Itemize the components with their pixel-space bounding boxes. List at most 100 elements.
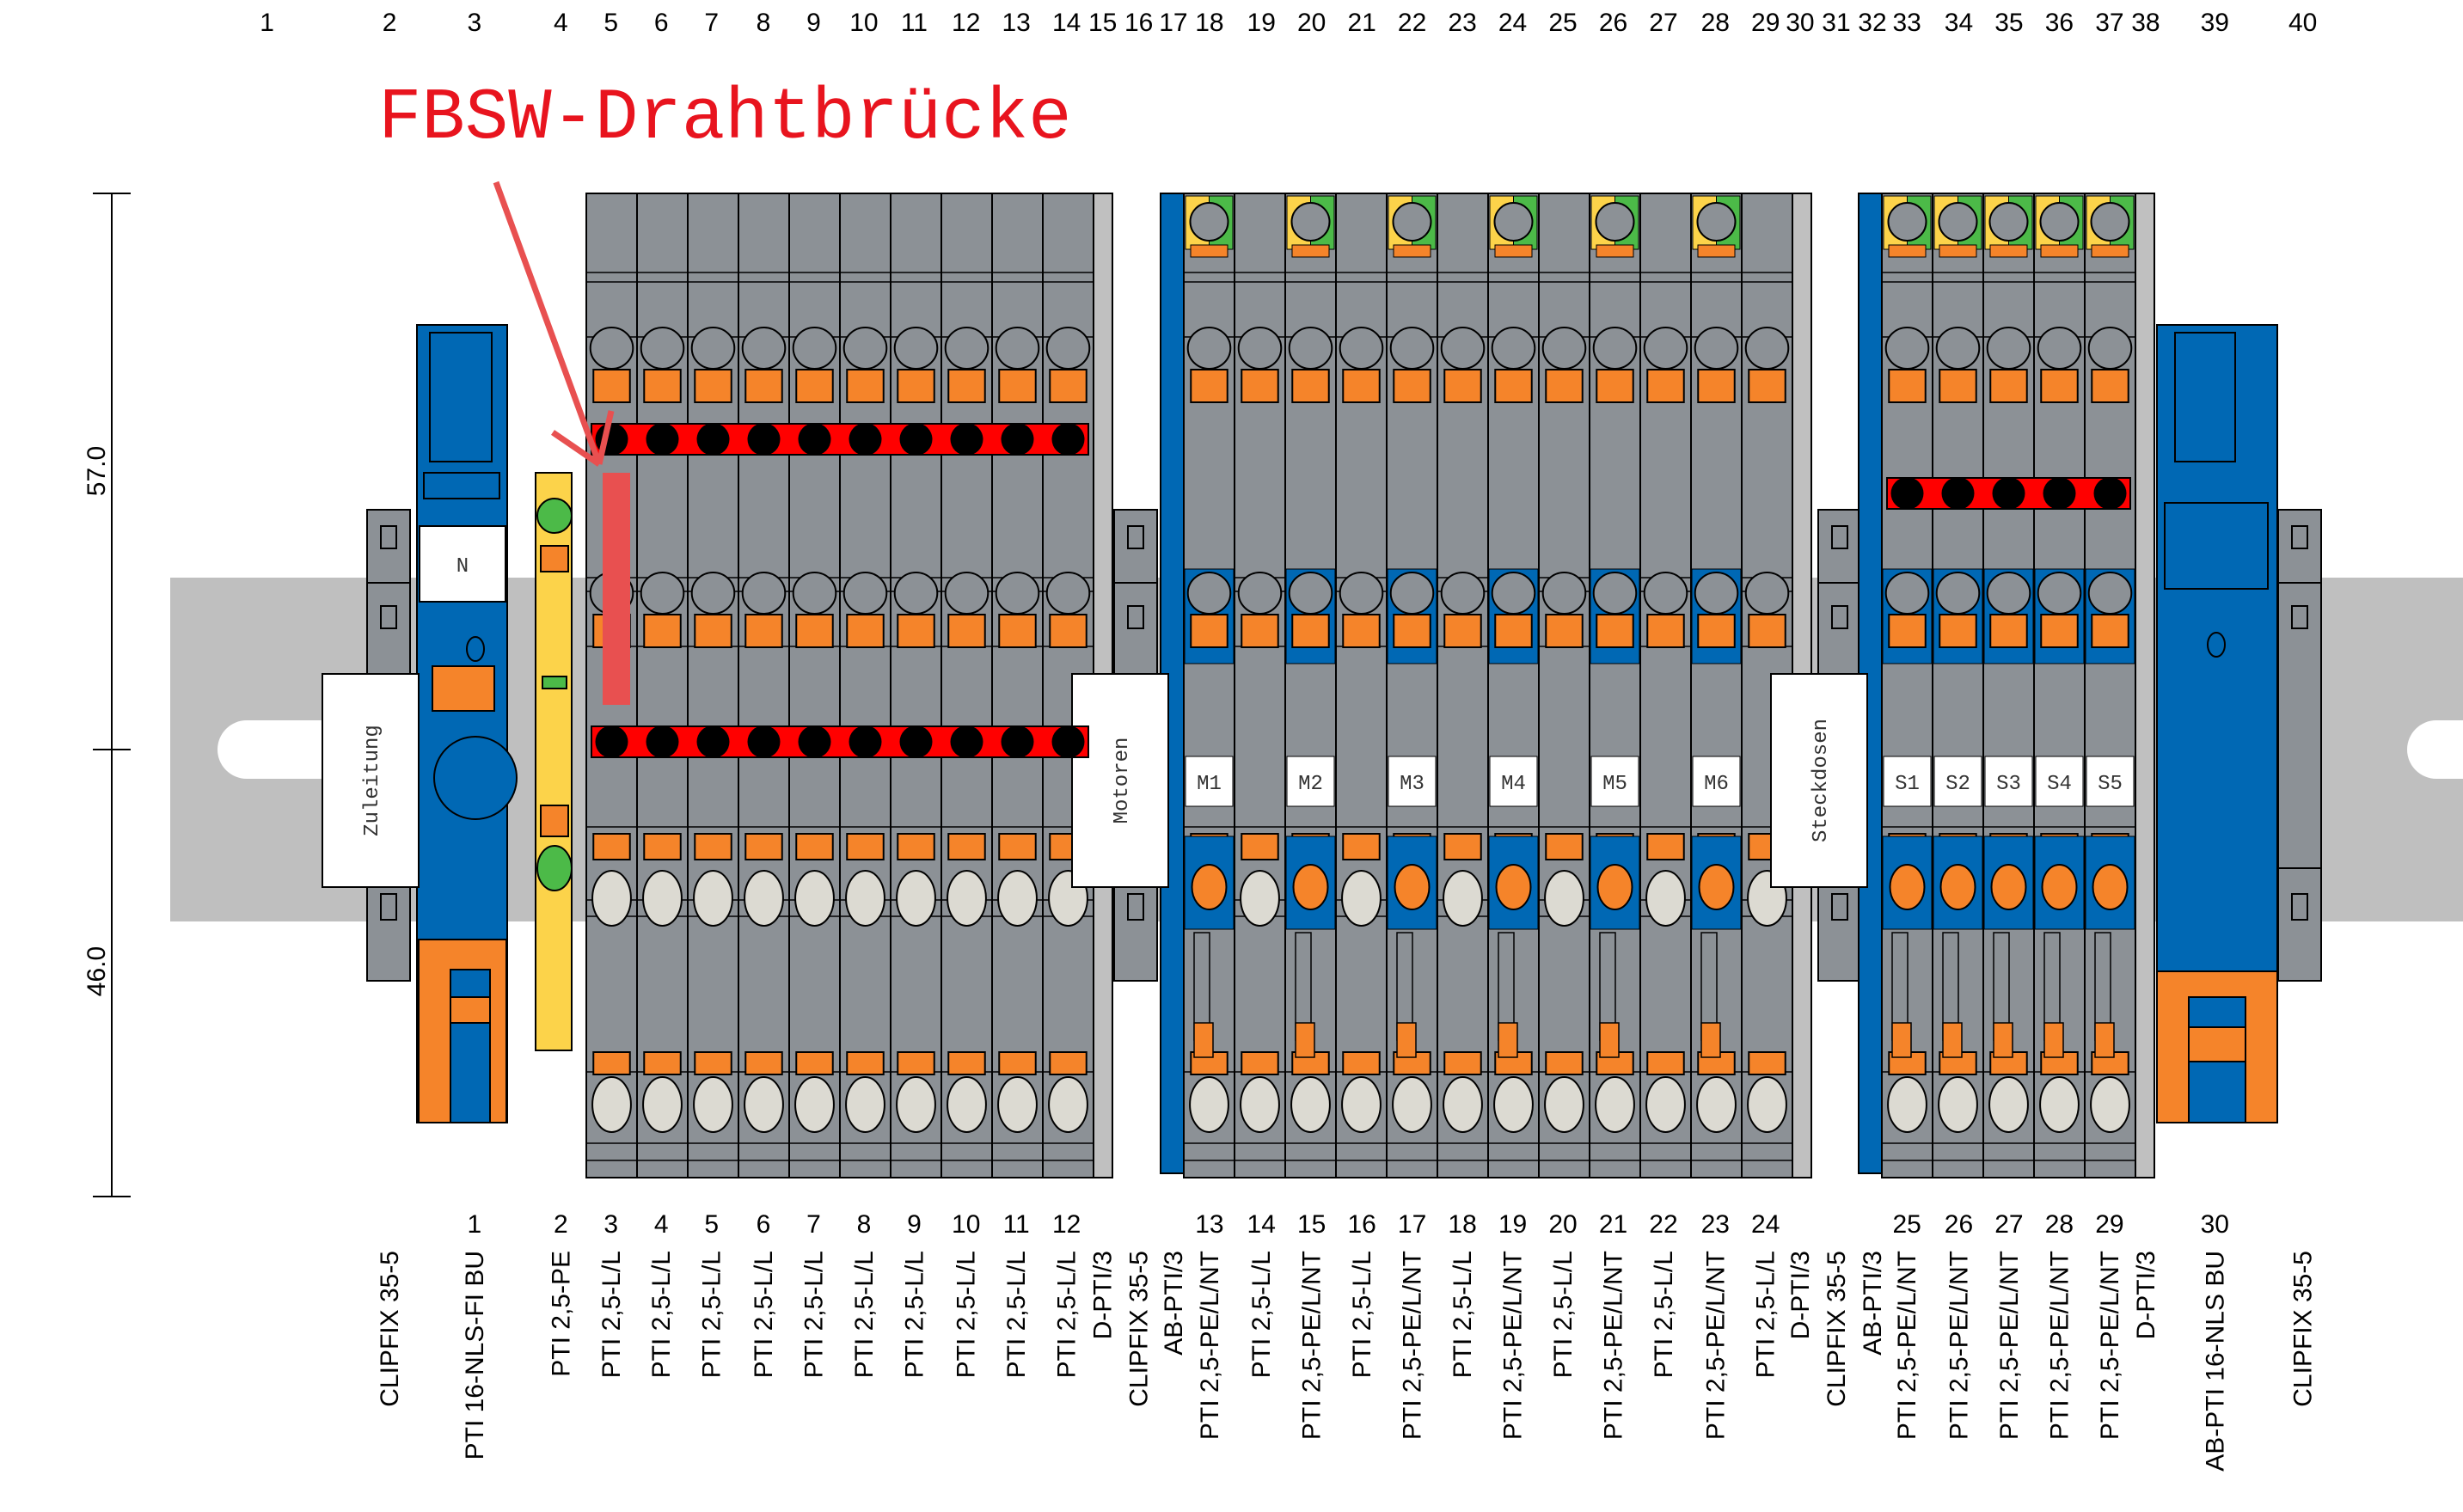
conductor-entry [896,1076,936,1133]
terminal-number: 9 [907,1210,922,1239]
conductor-entry [1045,572,1091,615]
terminal-number: 3 [603,1210,618,1239]
terminal-number: 30 [2201,1210,2229,1239]
terminal-number: 28 [2045,1210,2074,1239]
disconnect-slider-tip [2043,1022,2064,1058]
release-button [1291,614,1330,648]
ruler-number: 34 [1945,9,1973,37]
dimension-upper-label: 57.0 [83,446,111,496]
conductor-entry [1048,1076,1088,1133]
conductor-entry [744,1076,784,1133]
release-button [643,833,682,860]
disconnect-knife-icon [1889,864,1926,910]
release-button [1596,614,1634,648]
release-button [1049,614,1088,648]
ruler-number: 13 [1002,9,1030,37]
pti-terminal [1982,193,2035,1178]
release-button [1545,614,1584,648]
release-button [846,1051,885,1075]
conductor-entry [1643,572,1688,615]
disconnect-slider-tip [1599,1022,1620,1058]
terminal-number: 1 [467,1210,481,1239]
terminal-type-label: PTI 2,5-L/L [1002,1251,1031,1378]
pti-terminal [839,193,891,1178]
terminal-number: 26 [1945,1210,1973,1239]
socket-label: S2 [1945,773,1970,796]
pti-terminal [890,193,942,1178]
socket-label-box [1933,756,1982,807]
pti16-release-button [432,665,495,712]
release-button [795,369,834,403]
bridge-pin [950,725,983,758]
conductor-entry [1884,327,1930,370]
conductor-entry [1440,327,1486,370]
socket-label-box [2086,756,2135,807]
terminal-number: 4 [654,1210,669,1239]
conductor-entry [642,1076,683,1133]
release-button [1888,244,1927,258]
conductor-entry [995,327,1040,370]
ruler-number: 14 [1052,9,1081,37]
clipfix-latch [380,893,397,921]
disconnect-knife-icon [1939,864,1976,910]
release-button [1241,614,1279,648]
disconnect-slider-tip [1993,1022,2013,1058]
release-button [592,1051,631,1075]
release-button [795,614,834,648]
ab-pti16-ribs [2164,502,2269,590]
fuse-indicator-icon [466,636,485,662]
conductor-entry [1645,870,1686,927]
ruler-number: 4 [554,9,568,37]
fuse-indicator-icon [2207,632,2226,658]
release-button [1939,369,1977,403]
conductor-entry [2087,327,2133,370]
bridge-pin [1992,477,2025,510]
disconnect-knife-icon [1596,864,1633,910]
marker-text-steckdosen: Steckdosen [1810,719,1833,842]
release-button [1748,369,1786,403]
conductor-entry [1186,327,1232,370]
socket-label-box [2035,756,2084,807]
ruler-number: 28 [1701,9,1730,37]
pti-terminal [1690,193,1743,1178]
terminal-type-label: PTI 2,5-PE/L/NT [1499,1251,1528,1440]
release-button [1697,244,1736,258]
release-button [2091,369,2129,403]
conductor-entry [1389,327,1435,370]
conductor-entry [1290,1076,1331,1133]
conductor-entry [1938,202,1978,242]
conductor-entry [1389,572,1435,615]
release-button [2091,244,2129,258]
ruler-number: 9 [806,9,821,37]
marker-box-steckdosen [1770,673,1868,888]
terminal-type-label: AB-PTI/3 [1160,1251,1188,1356]
socket-label-box [1883,756,1932,807]
conductor-entry [995,572,1040,615]
conductor-entry [997,1076,1038,1133]
terminal-type-label: PTI 2,5-L/L [1348,1251,1376,1378]
terminal-number: 7 [806,1210,821,1239]
conductor-entry [1491,327,1536,370]
marker-box-zuleitung [322,673,420,888]
conductor-entry [1443,870,1483,927]
pe-terminal [535,472,573,1051]
release-button [1748,614,1786,648]
ruler-number: 21 [1347,9,1375,37]
terminal-type-label: PTI 2,5-L/L [800,1251,828,1378]
ruler-number: 25 [1548,9,1577,37]
ruler-number: 23 [1448,9,1476,37]
ruler-number: 24 [1498,9,1527,37]
conductor-entry [589,327,634,370]
terminal-type-label: PTI 2,5-L/L [1549,1251,1578,1378]
terminal-type-label: PTI 2,5-L/L [1752,1251,1780,1378]
motor-label-box [1692,756,1741,807]
pti-terminal [687,193,739,1178]
release-button [1939,614,1977,648]
conductor-entry [1544,1076,1584,1133]
motor-label: M4 [1501,773,1526,796]
release-button [998,614,1037,648]
bridge-pin [595,725,628,758]
